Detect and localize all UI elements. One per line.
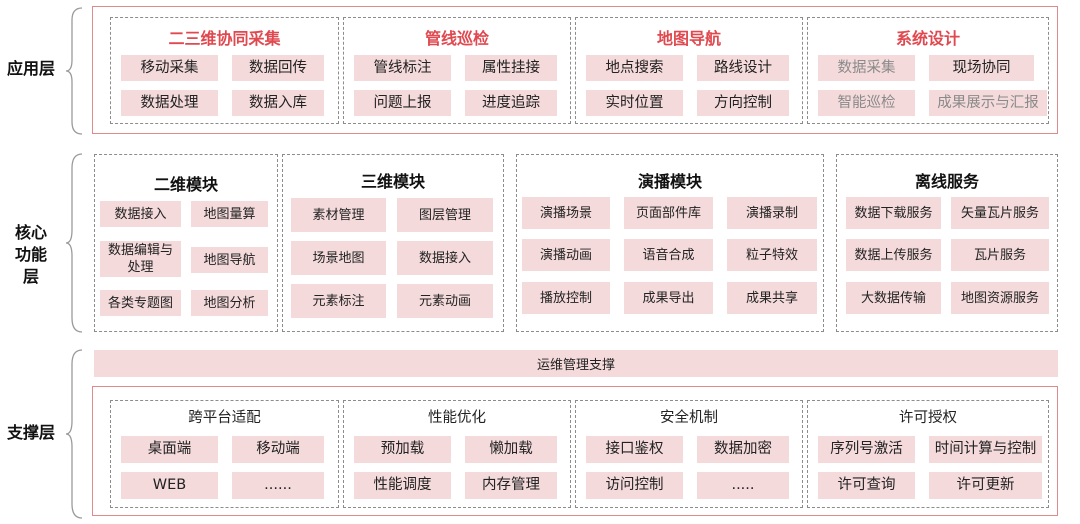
support-item: ..... <box>697 472 789 499</box>
app-item: 移动采集 <box>121 55 218 81</box>
support-item: 性能调度 <box>354 472 451 499</box>
support-group-title: 性能优化 <box>428 410 486 426</box>
core-group-broadcast <box>516 154 824 332</box>
brace-app <box>64 6 86 136</box>
layer-label-core: 核心功能层 <box>0 222 62 288</box>
app-item: 智能巡检 <box>818 90 915 116</box>
app-item: 成果展示与汇报 <box>929 90 1047 116</box>
core-item: 地图分析 <box>191 290 268 316</box>
brace-support <box>64 348 86 520</box>
support-group-performance <box>343 400 571 508</box>
core-group-title: 三维模块 <box>360 172 425 191</box>
core-item: 成果导出 <box>624 282 713 314</box>
app-group-title: 管线巡检 <box>424 29 489 48</box>
layer-label-core-text: 核心功能层 <box>14 223 47 286</box>
core-group-title: 离线服务 <box>914 172 979 191</box>
core-item: 大数据传输 <box>846 282 941 314</box>
app-group-nav <box>575 17 803 124</box>
core-item: 粒子特效 <box>727 239 817 271</box>
support-group-title: 安全机制 <box>660 410 718 426</box>
core-item: 各类专题图 <box>100 290 181 316</box>
app-group-inspect <box>343 17 571 124</box>
core-item: 元素标注 <box>291 284 386 318</box>
app-item: 地点搜索 <box>586 55 683 81</box>
support-group-license <box>807 400 1049 508</box>
support-item: 内存管理 <box>465 472 557 499</box>
core-item: 图层管理 <box>397 198 493 232</box>
support-group-title: 跨平台适配 <box>188 410 261 426</box>
support-item: 懒加载 <box>465 436 557 463</box>
support-item: 桌面端 <box>121 436 218 463</box>
app-item: 管线标注 <box>354 55 451 81</box>
core-group-2d <box>94 154 278 332</box>
core-item: 数据接入 <box>100 201 181 227</box>
support-item: ...... <box>232 472 324 499</box>
core-item: 演播动画 <box>522 239 610 271</box>
app-group-system <box>807 17 1049 124</box>
core-item: 矢量瓦片服务 <box>951 197 1049 229</box>
core-item: 成果共享 <box>727 282 817 314</box>
brace-core <box>64 152 86 334</box>
app-item: 属性挂接 <box>465 55 557 81</box>
core-item: 地图量算 <box>191 201 268 227</box>
support-item: 数据加密 <box>697 436 789 463</box>
core-item: 场景地图 <box>291 241 386 275</box>
support-item: 访问控制 <box>586 472 683 499</box>
core-item: 数据下载服务 <box>846 197 941 229</box>
support-item: 许可查询 <box>818 472 915 499</box>
support-layer-frame <box>92 386 1058 516</box>
app-item: 数据处理 <box>121 90 218 116</box>
core-item: 语音合成 <box>624 239 713 271</box>
core-group-offline <box>836 154 1058 332</box>
app-item: 方向控制 <box>697 90 789 116</box>
support-item: 移动端 <box>232 436 324 463</box>
app-item: 问题上报 <box>354 90 451 116</box>
layer-label-support: 支撑层 <box>6 423 55 442</box>
app-group-collect <box>110 17 339 124</box>
support-item: 预加载 <box>354 436 451 463</box>
support-item: 时间计算与控制 <box>929 436 1042 463</box>
core-group-title: 演播模块 <box>637 172 702 191</box>
layer-label-app: 应用层 <box>6 59 55 78</box>
app-item: 进度追踪 <box>465 90 557 116</box>
ops-support-bar: 运维管理支撑 <box>94 350 1058 377</box>
core-item: 地图导航 <box>191 247 268 273</box>
support-group-security <box>575 400 803 508</box>
support-item: 许可更新 <box>929 472 1042 499</box>
core-item: 瓦片服务 <box>951 239 1049 271</box>
core-item: 页面部件库 <box>624 197 713 229</box>
app-layer-frame <box>92 6 1058 134</box>
support-group-title: 许可授权 <box>899 410 957 426</box>
app-item: 数据入库 <box>232 90 324 116</box>
support-item: WEB <box>121 472 218 499</box>
core-item: 元素动画 <box>397 284 493 318</box>
app-item: 数据回传 <box>232 55 324 81</box>
core-item: 数据上传服务 <box>846 239 941 271</box>
app-item: 路线设计 <box>697 55 789 81</box>
core-group-title: 二维模块 <box>153 175 218 194</box>
core-item: 播放控制 <box>522 282 610 314</box>
app-group-title: 二三维协同采集 <box>168 29 281 48</box>
app-item: 实时位置 <box>586 90 683 116</box>
core-item-text: 数据编辑与处理 <box>107 243 173 275</box>
app-group-title: 地图导航 <box>656 29 721 48</box>
support-item: 序列号激活 <box>818 436 915 463</box>
support-group-platform <box>110 400 339 508</box>
core-item: 数据接入 <box>397 241 493 275</box>
core-item: 演播录制 <box>727 197 817 229</box>
core-item: 演播场景 <box>522 197 610 229</box>
core-group-3d <box>282 154 504 332</box>
app-item: 现场协同 <box>929 55 1034 81</box>
core-item: 素材管理 <box>291 198 386 232</box>
core-item: 地图资源服务 <box>951 282 1049 314</box>
app-item: 数据采集 <box>818 55 915 81</box>
core-item: 数据编辑与处理 <box>100 241 181 277</box>
support-item: 接口鉴权 <box>586 436 683 463</box>
app-group-title: 系统设计 <box>895 29 960 48</box>
